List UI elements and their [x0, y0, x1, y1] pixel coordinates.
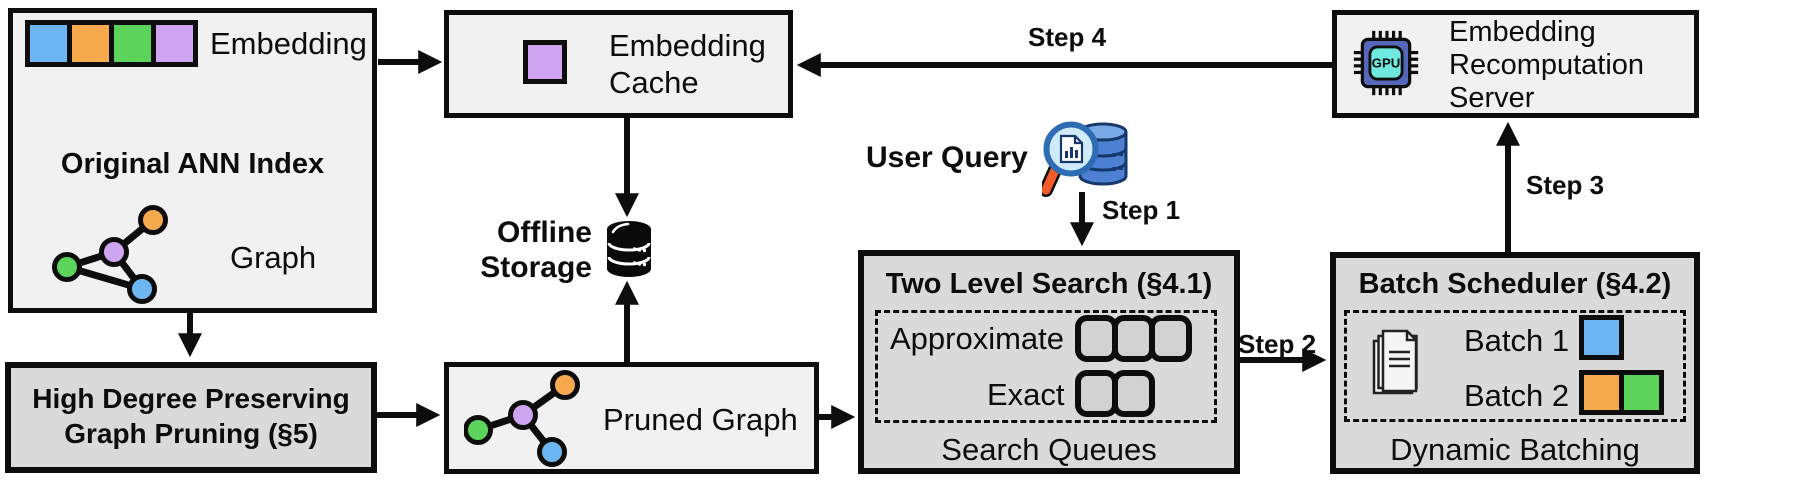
embedding-vector — [25, 20, 198, 67]
dynamic-batching-panel: Batch 1 Batch 2 — [1344, 310, 1686, 422]
batch2-cell-orange — [1579, 370, 1624, 415]
two-level-search-title: Two Level Search (§4.1) — [885, 268, 1213, 300]
recomputation-server-box: GPU Embedding Recomputation Server — [1332, 10, 1699, 118]
embedding-label: Embedding — [210, 26, 367, 61]
graph-node-green — [464, 415, 493, 445]
pruned-graph-icon — [464, 370, 580, 467]
offline-storage-database-icon — [607, 221, 651, 277]
original-ann-index-title: Original ANN Index — [60, 148, 325, 180]
graph-pruning-title: High Degree Preserving Graph Pruning (§5… — [32, 383, 350, 449]
step3-label: Step 3 — [1526, 170, 1605, 200]
step2-label: Step 2 — [1238, 329, 1317, 359]
graph-node-green — [52, 252, 82, 282]
exact-label: Exact — [987, 377, 1065, 412]
batch2-label: Batch 2 — [1464, 378, 1570, 413]
graph-node-purple — [508, 400, 538, 430]
gpu-chip-icon: GPU — [1353, 30, 1419, 96]
batch1-cell-blue — [1579, 315, 1624, 360]
offline-storage-label: Offline Storage — [480, 216, 592, 284]
embedding-cache-label: Embedding Cache — [609, 28, 766, 100]
graph-node-purple — [99, 237, 129, 267]
pruned-graph-box: Pruned Graph — [444, 362, 819, 474]
user-query-icon — [1042, 121, 1128, 197]
queue-slot — [1149, 315, 1192, 362]
embedding-cell-green — [114, 25, 151, 62]
graph-node-orange — [138, 205, 168, 235]
recomputation-server-label: Embedding Recomputation Server — [1449, 16, 1645, 114]
batch2-cell-green — [1619, 370, 1664, 415]
dynamic-batching-footer: Dynamic Batching — [1390, 432, 1640, 467]
graph-pruning-box: High Degree Preserving Graph Pruning (§5… — [5, 362, 377, 473]
gpu-text: GPU — [1372, 56, 1401, 71]
batch-scheduler-title: Batch Scheduler (§4.2) — [1358, 268, 1672, 300]
two-level-search-box: Two Level Search (§4.1) Approximate Exac… — [858, 250, 1240, 474]
approximate-label: Approximate — [890, 321, 1065, 356]
batch1-label: Batch 1 — [1464, 323, 1570, 358]
search-queues-footer: Search Queues — [941, 432, 1157, 467]
queue-slot — [1075, 370, 1118, 417]
queue-slot — [1112, 370, 1155, 417]
graph-label: Graph — [230, 240, 317, 275]
search-queues-panel: Approximate Exact — [875, 310, 1217, 423]
original-ann-index-box: Embedding Original ANN Index Graph — [8, 8, 377, 313]
graph-node-blue — [127, 274, 157, 304]
embedding-cell-orange — [72, 25, 109, 62]
user-query-label: User Query — [866, 141, 1028, 174]
embedding-cell-blue — [30, 25, 67, 62]
graph-node-blue — [537, 437, 567, 467]
embedding-cache-box: Embedding Cache — [444, 10, 793, 118]
documents-icon — [1372, 329, 1418, 395]
exact-queues — [1075, 370, 1155, 417]
pruned-graph-label: Pruned Graph — [603, 402, 798, 437]
batch1-cells — [1579, 315, 1624, 360]
ann-graph-icon — [52, 205, 168, 304]
step1-label: Step 1 — [1102, 195, 1181, 225]
graph-node-orange — [550, 370, 580, 400]
approximate-queues — [1075, 315, 1192, 362]
batch-scheduler-box: Batch Scheduler (§4.2) Batch 1 Batch 2 — [1330, 252, 1700, 474]
batch2-cells — [1579, 370, 1664, 415]
step4-label: Step 4 — [1028, 22, 1107, 52]
embedding-cell-purple — [156, 25, 193, 62]
cached-embedding-cell-purple — [523, 40, 567, 84]
